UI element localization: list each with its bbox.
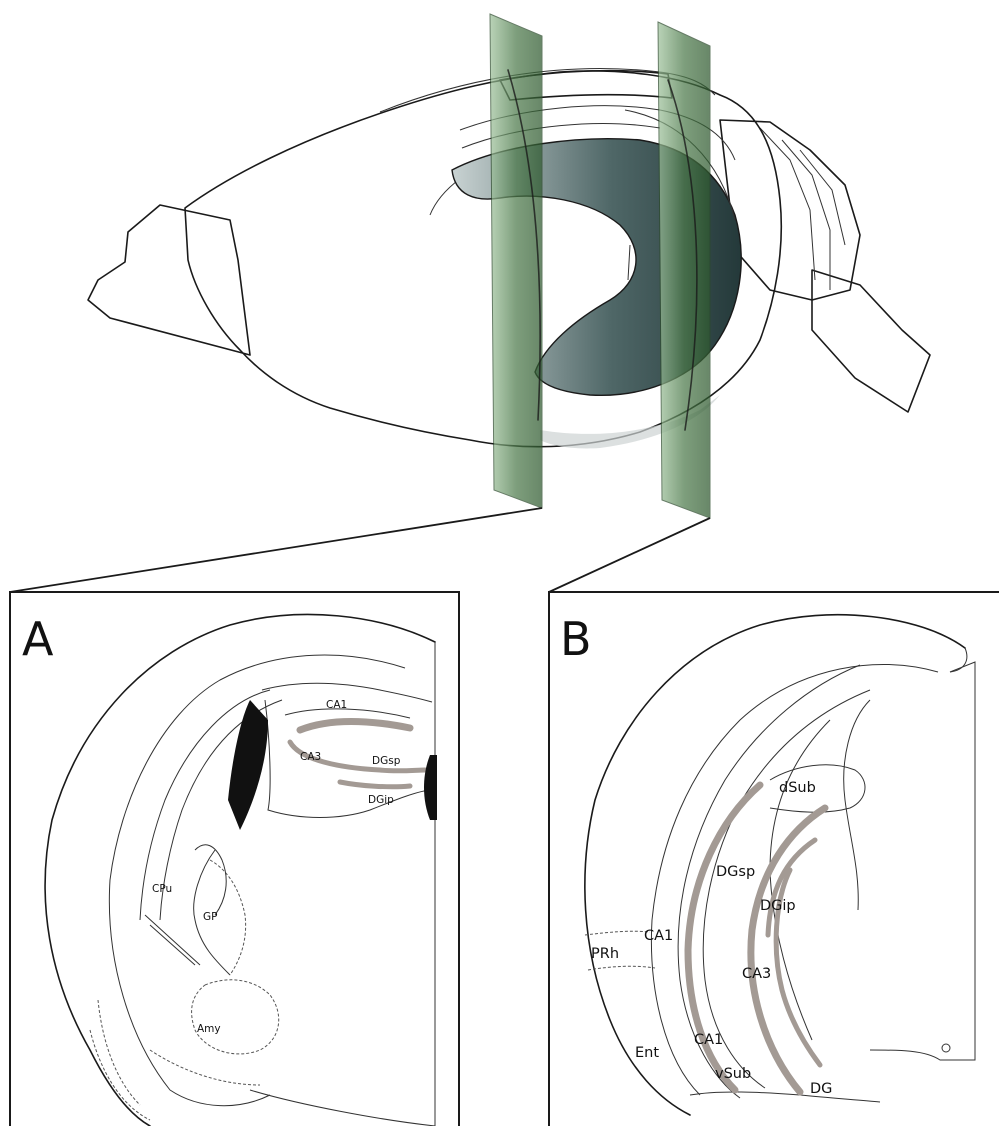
label-a-dgip: DGip <box>368 794 394 806</box>
plane-b <box>658 22 710 518</box>
label-a-dgsp: DGsp <box>372 755 401 767</box>
olfactory-bulb <box>88 205 250 355</box>
panel-b: B dSub DGsp DGip CA1 CA3 PRh CA1 Ent vSu… <box>549 592 999 1126</box>
panel-a-letter: A <box>22 612 54 666</box>
label-b-ca3: CA3 <box>742 966 771 982</box>
label-a-gp: GP <box>203 911 217 923</box>
label-a-amy: Amy <box>197 1023 221 1035</box>
label-b-prh: PRh <box>591 946 619 962</box>
label-a-ca3: CA3 <box>300 751 321 763</box>
brainstem <box>812 270 930 412</box>
projection-line-a <box>10 508 542 592</box>
label-b-dgip: DGip <box>760 898 796 914</box>
label-b-ca1-lower: CA1 <box>694 1032 723 1048</box>
section-plane-a <box>490 14 542 508</box>
panel-a-frame <box>10 592 459 1126</box>
label-b-ent: Ent <box>635 1045 659 1061</box>
label-b-vsub: vSub <box>715 1066 751 1082</box>
label-b-dg: DG <box>810 1081 832 1097</box>
label-b-ca1-upper: CA1 <box>644 928 673 944</box>
label-b-dsub: dSub <box>779 780 816 796</box>
panel-a: A CA1 CA3 DGsp DGip CPu GP <box>10 592 459 1126</box>
projection-line-b <box>549 518 710 592</box>
label-a-ca1: CA1 <box>326 699 347 711</box>
plane-a <box>490 14 542 508</box>
panel-b-letter: B <box>560 612 592 666</box>
section-plane-b <box>658 22 710 518</box>
label-a-cpu: CPu <box>152 883 172 895</box>
label-b-dgsp: DGsp <box>716 864 755 880</box>
